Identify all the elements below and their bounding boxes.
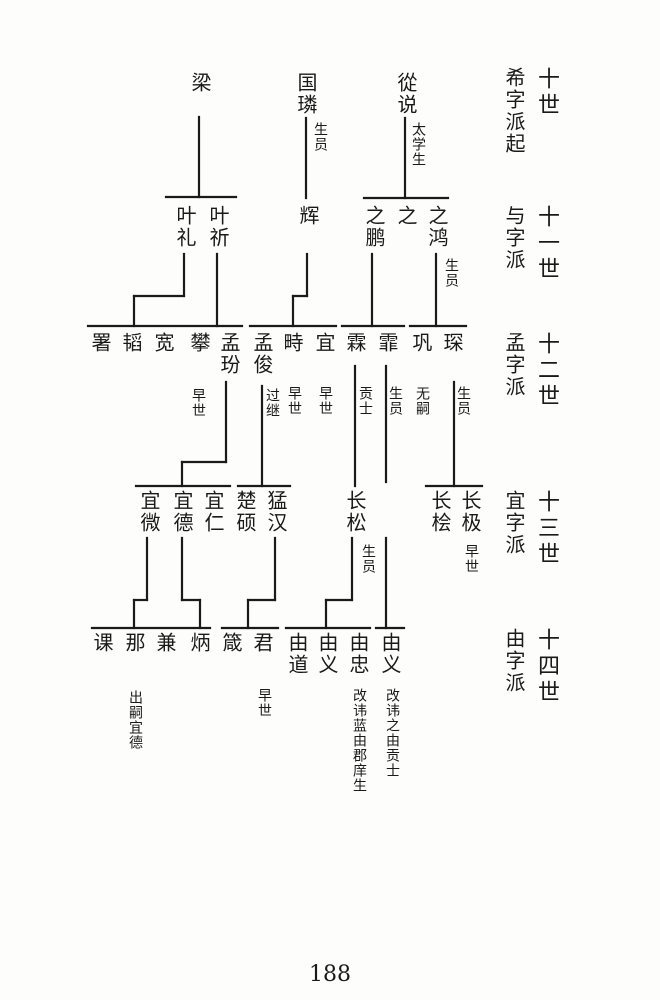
person-note: 改讳蓝由郡庠生 bbox=[351, 688, 367, 793]
person-name: 国璘 bbox=[294, 72, 318, 116]
person-name: 由忠 bbox=[346, 632, 370, 676]
person-note: 早世 bbox=[317, 386, 333, 416]
person-name: 巩 bbox=[409, 332, 433, 354]
person-name: 由义 bbox=[315, 632, 339, 676]
person-name: 宜仁 bbox=[201, 490, 225, 534]
person-note: 早世 bbox=[190, 388, 206, 418]
person-name: 君 bbox=[250, 632, 274, 654]
person-note: 生员 bbox=[443, 258, 459, 288]
person-note: 出嗣宜德 bbox=[127, 690, 143, 750]
person-name: 辉 bbox=[296, 205, 320, 227]
person-name: 霏 bbox=[375, 332, 399, 354]
person-name: 猛汉 bbox=[264, 490, 288, 534]
person-name: 楚硕 bbox=[233, 490, 257, 534]
person-name: 那 bbox=[122, 632, 146, 654]
generation-label: 十四世 bbox=[534, 628, 559, 706]
person-name: 长松 bbox=[343, 490, 367, 534]
person-name: 之鹏 bbox=[362, 205, 386, 249]
person-name: 叶礼 bbox=[173, 205, 197, 249]
person-note: 无嗣 bbox=[414, 386, 430, 416]
generation-pai: 与字派 bbox=[502, 205, 526, 271]
person-name: 孟玢 bbox=[217, 332, 241, 376]
person-note: 早世 bbox=[463, 544, 479, 574]
person-name: 长桧 bbox=[428, 490, 452, 534]
person-name: 韬 bbox=[119, 332, 143, 354]
person-note: 生员 bbox=[387, 386, 403, 416]
generation-label: 十世 bbox=[534, 67, 559, 119]
person-name: 琛 bbox=[440, 332, 464, 354]
person-name: 宜微 bbox=[137, 490, 161, 534]
person-name: 之鸿 bbox=[425, 205, 449, 249]
generation-label: 十一世 bbox=[534, 205, 559, 283]
generation-pai: 希字派起 bbox=[502, 67, 526, 155]
person-note: 过继 bbox=[264, 388, 280, 418]
person-note: 早世 bbox=[256, 688, 272, 718]
person-name: 署 bbox=[88, 332, 112, 354]
person-note: 改讳之由贡士 bbox=[384, 688, 400, 778]
person-name: 由义 bbox=[378, 632, 402, 676]
generation-pai: 孟字派 bbox=[502, 332, 526, 398]
generation-pai: 由字派 bbox=[502, 628, 526, 694]
generation-label: 十二世 bbox=[534, 332, 559, 410]
generation-label: 十三世 bbox=[534, 490, 559, 568]
person-note: 生员 bbox=[312, 122, 328, 152]
person-note: 贡士 bbox=[357, 386, 373, 416]
person-name: 兼 bbox=[153, 632, 177, 654]
person-name: 梁 bbox=[188, 72, 212, 94]
person-note: 生员 bbox=[360, 544, 376, 574]
person-name: 宜德 bbox=[170, 490, 194, 534]
person-name: 箴 bbox=[219, 632, 243, 654]
person-name: 宜 bbox=[312, 332, 336, 354]
person-name: 长极 bbox=[458, 490, 482, 534]
generation-pai: 宜字派 bbox=[502, 490, 526, 556]
person-name: 攀 bbox=[187, 332, 211, 354]
person-name: 霖 bbox=[343, 332, 367, 354]
person-name: 從说 bbox=[394, 72, 418, 116]
person-name: 炳 bbox=[187, 632, 211, 654]
person-name: 课 bbox=[90, 632, 114, 654]
person-note: 生员 bbox=[455, 386, 471, 416]
person-note: 早世 bbox=[286, 386, 302, 416]
person-name: 孟俊 bbox=[250, 332, 274, 376]
person-name: 畤 bbox=[280, 332, 304, 354]
person-name: 叶祈 bbox=[206, 205, 230, 249]
person-name: 之 bbox=[394, 205, 418, 227]
person-name: 宽 bbox=[151, 332, 175, 354]
person-note: 太学生 bbox=[410, 122, 426, 167]
page-number: 188 bbox=[309, 962, 351, 987]
person-name: 由道 bbox=[285, 632, 309, 676]
